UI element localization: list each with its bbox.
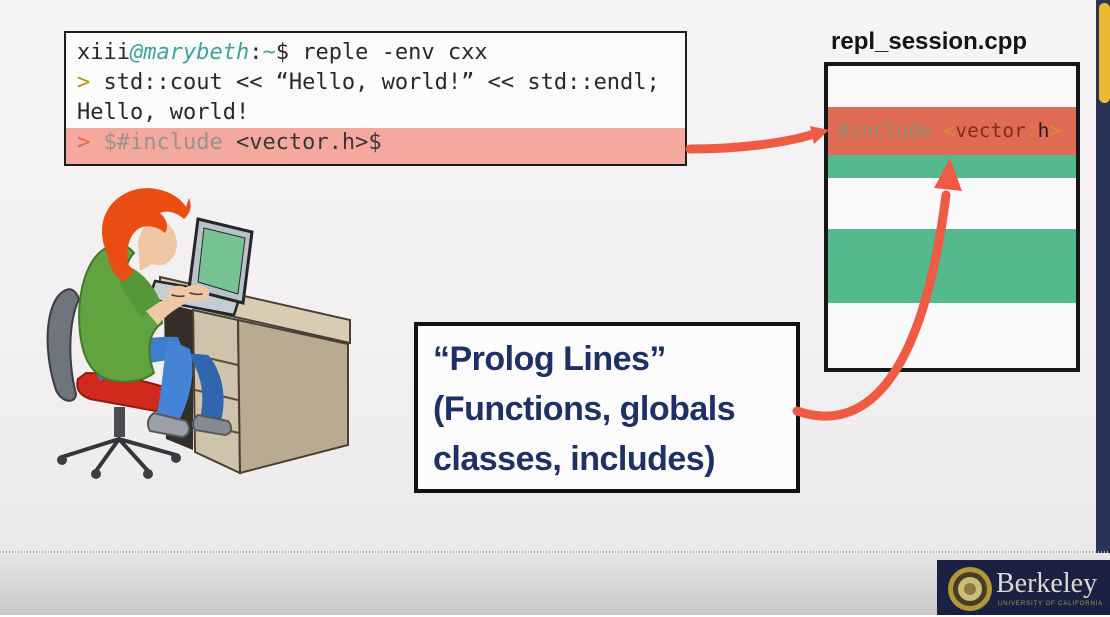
footer-divider bbox=[0, 551, 1110, 553]
code-block-green-1 bbox=[828, 155, 1076, 178]
berkeley-subtitle: UNIVERSITY OF CALIFORNIA bbox=[998, 601, 1104, 607]
file-title: repl_session.cpp bbox=[831, 28, 1028, 55]
right-edge-band bbox=[1096, 0, 1110, 615]
callout-line-1: “Prolog Lines” bbox=[433, 340, 666, 378]
arrow-terminal-to-include bbox=[685, 126, 829, 154]
terminal-line-4-highlighted: > $#include <vector.h>$ bbox=[66, 128, 685, 164]
include-line: #include <vector.h> bbox=[828, 107, 1076, 155]
berkeley-seal-icon bbox=[948, 567, 992, 611]
footer bbox=[0, 553, 1110, 615]
callout-line-2: (Functions, globals bbox=[433, 390, 736, 428]
person-at-desk-illustration bbox=[46, 188, 351, 479]
callout-line-3: classes, includes) bbox=[433, 440, 716, 478]
code-block-green-2 bbox=[828, 229, 1076, 303]
file-panel: #include <vector.h> bbox=[824, 62, 1080, 372]
scroll-indicator bbox=[1099, 3, 1110, 103]
terminal-line-1: xiii@marybeth:~$ reple -env cxx bbox=[77, 40, 488, 65]
terminal-window: xiii@marybeth:~$ reple -env cxx > std::c… bbox=[64, 31, 687, 166]
berkeley-watermark: Berkeley UNIVERSITY OF CALIFORNIA bbox=[937, 560, 1110, 615]
prolog-lines-callout: “Prolog Lines” (Functions, globals class… bbox=[414, 322, 800, 493]
berkeley-wordmark: Berkeley bbox=[996, 568, 1098, 599]
terminal-line-2: > std::cout << “Hello, world!” << std::e… bbox=[77, 70, 660, 95]
terminal-line-3: Hello, world! bbox=[77, 100, 250, 125]
